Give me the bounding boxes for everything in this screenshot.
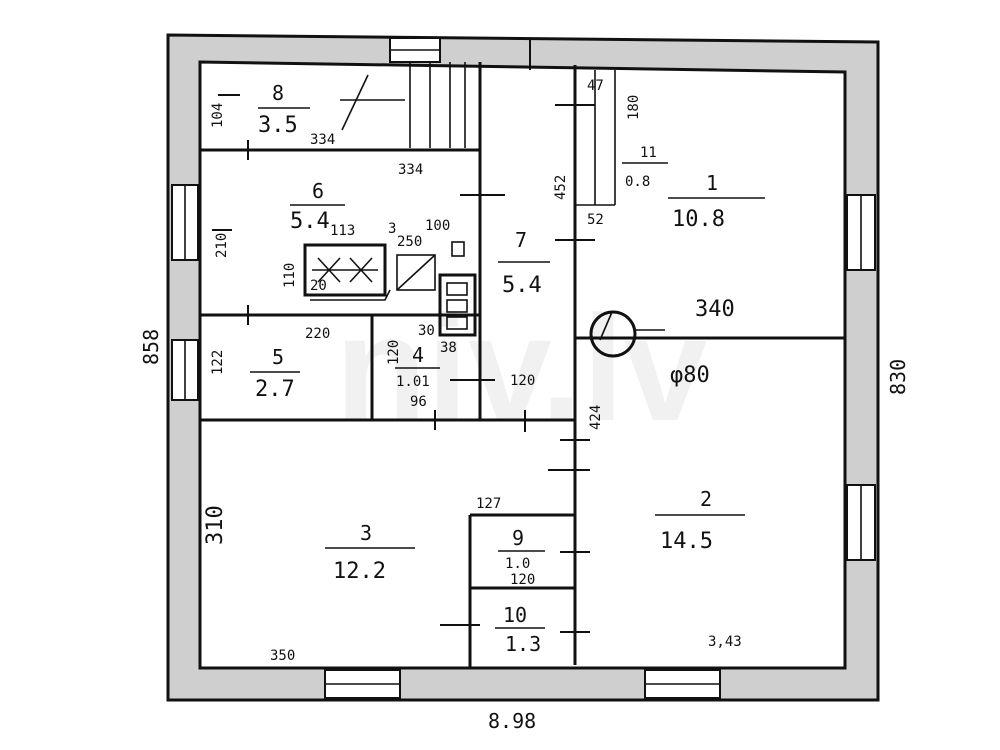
door-marks xyxy=(212,40,595,633)
dim-96: 96 xyxy=(410,394,427,410)
dim-334-room8: 334 xyxy=(310,132,335,148)
room-9-area: 1.0 xyxy=(505,556,530,572)
room-11-number: 11 xyxy=(640,145,657,161)
room-5-number: 5 xyxy=(272,345,284,369)
room-9-number: 9 xyxy=(512,526,524,550)
round-stove xyxy=(589,310,637,358)
dim-52: 52 xyxy=(587,212,604,228)
dim-122: 122 xyxy=(210,350,226,375)
dim-3: 3 xyxy=(388,221,396,237)
room-2-number: 2 xyxy=(700,487,712,511)
outer-dim-left: 858 xyxy=(139,329,163,365)
dim-20: 20 xyxy=(310,278,327,294)
dim-100: 100 xyxy=(425,218,450,234)
dim-38: 38 xyxy=(440,340,457,356)
staircase xyxy=(340,62,466,148)
room-1-area: 10.8 xyxy=(672,207,725,232)
room-8-number: 8 xyxy=(272,81,284,105)
dim-334-room6: 334 xyxy=(398,162,423,178)
dim-120-room7: 120 xyxy=(510,373,535,389)
dim-120-room9: 120 xyxy=(510,572,535,588)
dimension-labels: 104 334 334 210 113 3 250 100 110 20 452… xyxy=(203,78,742,664)
dim-210: 210 xyxy=(214,233,230,258)
room-10-area: 1.3 xyxy=(505,632,541,656)
room-3-area: 12.2 xyxy=(333,559,386,584)
room-10-number: 10 xyxy=(503,603,527,627)
interior-walls xyxy=(200,62,845,668)
dim-350: 350 xyxy=(270,648,295,664)
room-8-area: 3.5 xyxy=(258,113,298,138)
room-7-number: 7 xyxy=(515,228,527,252)
dim-113: 113 xyxy=(330,223,355,239)
watermark: niv.lv xyxy=(335,284,707,452)
dim-220: 220 xyxy=(305,326,330,342)
stove xyxy=(303,241,477,337)
dim-452: 452 xyxy=(553,175,569,200)
room-labels: 1 10.8 2 14.5 3 12.2 4 1.01 5 2.7 6 5.4 … xyxy=(250,81,765,656)
room-6-area: 5.4 xyxy=(290,209,330,234)
room-1-number: 1 xyxy=(706,171,718,195)
room-2-area: 14.5 xyxy=(660,529,713,554)
dim-424: 424 xyxy=(588,405,604,430)
dim-phi80: φ80 xyxy=(670,363,710,388)
exterior-walls xyxy=(166,33,880,702)
room-4-number: 4 xyxy=(412,343,424,367)
outer-dim-right: 830 xyxy=(886,359,910,395)
outer-dim-bottom: 8.98 xyxy=(488,709,536,733)
dim-343: 3,43 xyxy=(708,634,742,650)
dim-120-room4: 120 xyxy=(386,340,402,365)
room-5-area: 2.7 xyxy=(255,377,295,402)
room-4-area: 1.01 xyxy=(396,374,430,390)
room-3-number: 3 xyxy=(360,521,372,545)
dim-250: 250 xyxy=(397,234,422,250)
dim-104: 104 xyxy=(210,103,226,128)
dim-340: 340 xyxy=(695,297,735,322)
dim-310: 310 xyxy=(203,505,228,545)
dim-127: 127 xyxy=(476,496,501,512)
dim-180: 180 xyxy=(626,95,642,120)
room-11-area: 0.8 xyxy=(625,174,650,190)
dim-30: 30 xyxy=(418,323,435,339)
room-6-number: 6 xyxy=(312,179,324,203)
dim-47: 47 xyxy=(587,78,604,94)
dim-110: 110 xyxy=(282,263,298,288)
room-7-area: 5.4 xyxy=(502,273,542,298)
